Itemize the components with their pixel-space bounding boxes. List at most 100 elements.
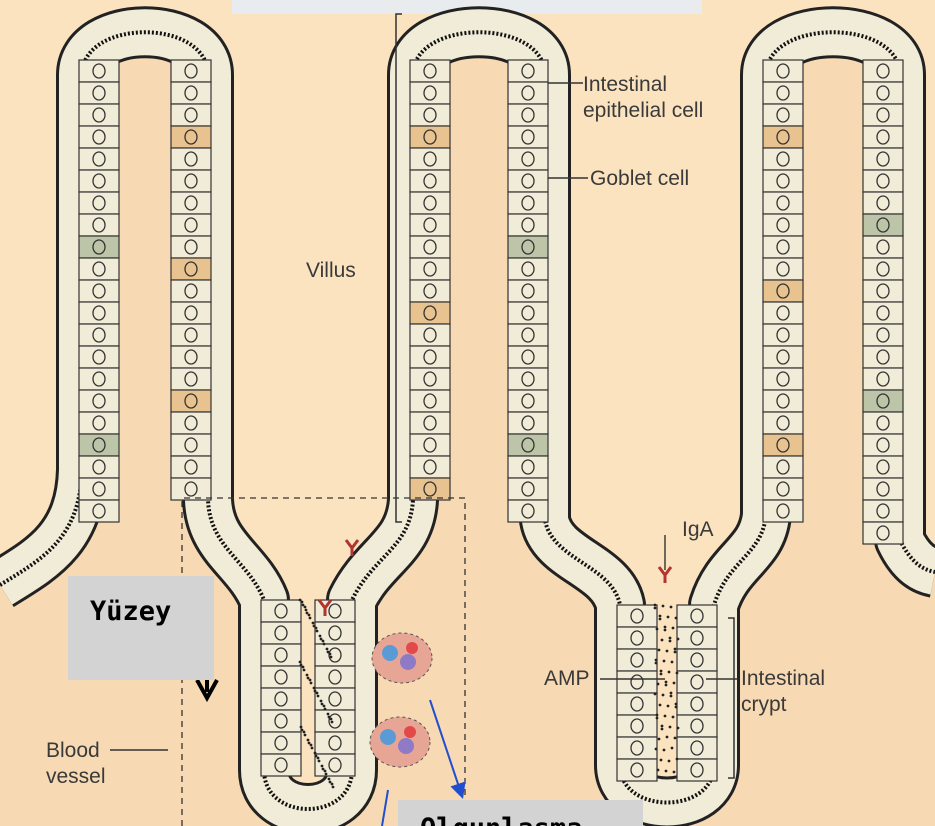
crypt-right-inner-cell [677,715,717,737]
villus-left-inner-cell [171,412,211,434]
villus-right-inner-cell [863,434,903,456]
villus-middle-outer-cell [410,126,450,148]
amp-dot [313,625,316,628]
villus-middle-inner-cell [508,324,548,346]
villus-middle-outer-cell [410,456,450,478]
villus-right-inner-cell [863,258,903,280]
amp-dot [664,629,667,632]
crypt-left-outer-cell [261,666,301,688]
amp-dot [672,716,675,719]
villus-right-outer-cell [763,60,803,82]
amp-dot [317,757,320,760]
villus-middle-outer-cell [410,60,450,82]
amp-dot [665,684,668,687]
amp-dot [666,650,669,653]
villus-right-inner-cell [863,148,903,170]
amp-dot [664,715,667,718]
crypt-left-inner-cell [315,644,355,666]
villus-right-inner-cell [863,82,903,104]
amp-dot [316,630,319,633]
crypt-left-outer-cell [261,732,301,754]
amp-dot [308,614,311,617]
crypt-left-inner-cell [315,666,355,688]
villus-left-outer-cell [79,456,119,478]
villus-middle-inner-cell [508,60,548,82]
crypt-right-outer-cell [617,649,657,671]
intestinal-crypt-label: Intestinal crypt [741,666,825,718]
amp-dot [321,765,324,768]
amp-dot [312,622,315,625]
villus-right-outer-cell [763,126,803,148]
immune-cell [406,642,418,654]
villus-left-inner-cell [171,368,211,390]
amp-dot [670,692,673,695]
villus-middle-inner-cell [508,368,548,390]
amp-dot [317,695,320,698]
amp-dot [669,726,672,729]
crypt-right-inner-cell [677,693,717,715]
villus-middle-inner-cell [508,412,548,434]
amp-dot [327,713,330,716]
amp-dot [659,618,662,621]
villus-left-outer-cell [79,192,119,214]
villus-middle-outer-cell [410,434,450,456]
villus-right-outer-cell [763,280,803,302]
amp-dot [676,672,679,675]
villus-middle-outer-cell [410,258,450,280]
villus-right-inner-cell [863,500,903,522]
crypt-right-outer-cell [617,715,657,737]
villus-right-outer-cell [763,214,803,236]
villus-middle-inner-cell [508,148,548,170]
villus-right-inner-cell [863,522,903,544]
amp-dot [315,627,318,630]
villus-middle-inner-cell [508,104,548,126]
amp-dot [330,656,333,659]
amp-dot [314,690,317,693]
amp-dot [658,649,661,652]
crypt-right-inner-cell [677,737,717,759]
amp-dot [659,615,662,618]
villus-right-inner-cell [863,346,903,368]
villus-middle-outer-cell [410,82,450,104]
villus-left-inner-cell [171,346,211,368]
amp-dot [662,694,665,697]
amp-dot [676,758,679,761]
amp-dot [329,653,332,656]
villus-right-outer-cell [763,82,803,104]
amp-dot [300,664,303,667]
maturation-annotation-box: Olgunlaşma [398,800,643,826]
villus-right-inner-cell [863,324,903,346]
villus-middle-inner-cell [508,390,548,412]
villus-left-outer-cell [79,170,119,192]
amp-dot [299,599,302,602]
amp-dot [655,659,658,662]
villus-left-inner-cell [171,170,211,192]
amp-dot [306,674,309,677]
amp-dot [311,747,314,750]
villus-middle-outer-cell [410,346,450,368]
amp-dot [674,651,677,654]
villus-middle-outer-cell [410,302,450,324]
villus-middle-inner-cell [508,170,548,192]
crypt-left-inner-cell [315,754,355,776]
villus-right-inner-cell [863,280,903,302]
amp-dot [307,739,310,742]
villus-middle-inner-cell [508,346,548,368]
amp-dot [303,731,306,734]
amp-dot [323,705,326,708]
villus-middle-inner-cell [508,280,548,302]
amp-dot [325,773,328,776]
villus-right-outer-cell [763,170,803,192]
amp-dot [660,670,663,673]
crypt-right-inner-cell [677,759,717,781]
amp-dot [669,637,672,640]
villus-right-inner-cell [863,456,903,478]
villus-left-inner-cell [171,148,211,170]
villus-left-outer-cell [79,60,119,82]
crypt-left-outer-cell [261,644,301,666]
villus-left-outer-cell [79,368,119,390]
goblet-cell-label: Goblet cell [590,166,689,192]
amp-dot [320,700,323,703]
amp-dot [675,617,678,620]
villus-right-outer-cell [763,368,803,390]
